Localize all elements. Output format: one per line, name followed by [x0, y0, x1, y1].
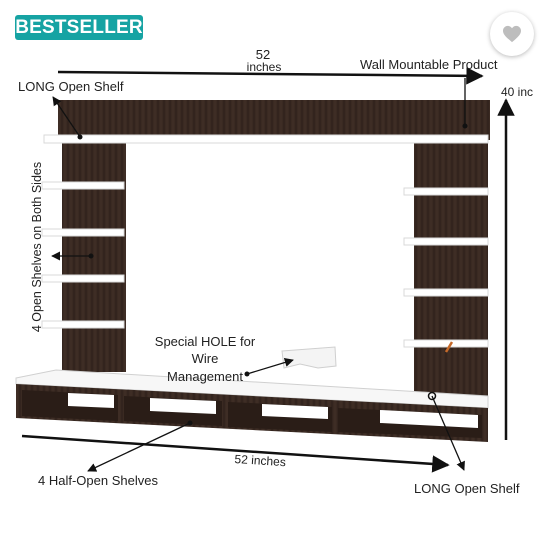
bottom-console — [15, 369, 489, 442]
bottom-shelf-pointer — [431, 395, 465, 471]
open-shelves-side-label: 4 Open Shelves on Both Sides — [30, 161, 44, 333]
top-width-unit: inches — [246, 60, 282, 74]
half-open-shelves-label: 4 Half-Open Shelves — [38, 473, 158, 488]
left-shelves — [41, 181, 125, 329]
hole-label-line1: Special HOLE for — [154, 334, 256, 349]
hole-label-line2: Wire — [191, 351, 219, 366]
long-shelf-top-label: LONG Open Shelf — [18, 79, 124, 94]
top-width-arrow — [57, 67, 484, 85]
height-label: 40 inc — [501, 85, 534, 99]
top-shelf-pointer — [52, 96, 81, 138]
wire-hole — [281, 346, 337, 369]
wall-mountable-label: Wall Mountable Product — [360, 57, 498, 72]
hole-label-line3: Management — [167, 369, 243, 384]
right-tower — [414, 140, 488, 398]
top-header-panel — [58, 100, 490, 140]
wishlist-button[interactable] — [490, 12, 534, 56]
bottom-width-arrow — [21, 434, 450, 473]
right-shelves — [403, 187, 489, 348]
top-width-value: 52 — [255, 47, 271, 62]
long-shelf-bottom-label: LONG Open Shelf — [414, 481, 520, 496]
hole-pointer — [246, 358, 294, 375]
half-open-pointer — [87, 422, 191, 472]
heart-icon — [503, 25, 521, 43]
bestseller-badge: BESTSELLER — [15, 15, 143, 40]
top-long-shelf — [43, 134, 489, 144]
